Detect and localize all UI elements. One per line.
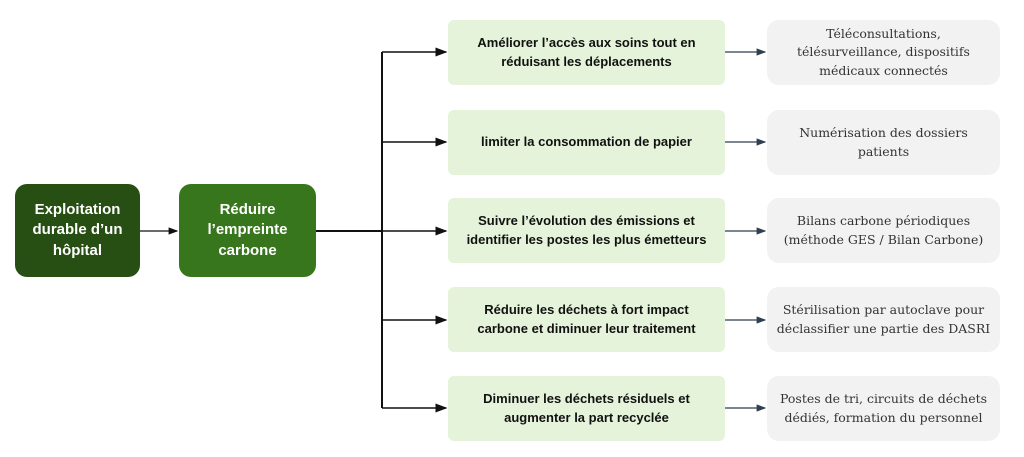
goal-node: Réduire les déchets à fort impact carbon… bbox=[448, 287, 725, 352]
goal-label: Diminuer les déchets résiduels et augmen… bbox=[483, 390, 690, 425]
goal-label: Suivre l’évolution des émissions et iden… bbox=[466, 212, 707, 247]
objective-label: Réduire l’empreinte carbone bbox=[207, 201, 288, 259]
goal-node: Suivre l’évolution des émissions et iden… bbox=[448, 198, 725, 263]
action-node: Numérisation des dossiers patients bbox=[767, 110, 1000, 175]
goal-label: limiter la consommation de papier bbox=[481, 134, 692, 150]
action-node: Stérilisation par autoclave pour déclass… bbox=[767, 287, 1000, 352]
action-node: Postes de tri, circuits de déchets dédié… bbox=[767, 376, 1000, 441]
action-label: Bilans carbone périodiques (méthode GES … bbox=[783, 213, 984, 247]
action-label: Numérisation des dossiers patients bbox=[799, 125, 968, 159]
action-label: Stérilisation par autoclave pour déclass… bbox=[776, 302, 991, 336]
objective-node: Réduire l’empreinte carbone bbox=[179, 184, 316, 277]
root-label: Exploitation durable d’un hôpital bbox=[32, 201, 123, 259]
goal-label: Améliorer l’accès aux soins tout en rédu… bbox=[477, 34, 696, 69]
action-label: Téléconsultations, télésurveillance, dis… bbox=[797, 26, 970, 78]
root-node: Exploitation durable d’un hôpital bbox=[15, 184, 140, 277]
action-node: Téléconsultations, télésurveillance, dis… bbox=[767, 20, 1000, 85]
goal-label: Réduire les déchets à fort impact carbon… bbox=[477, 301, 696, 336]
goal-node: Diminuer les déchets résiduels et augmen… bbox=[448, 376, 725, 441]
action-label: Postes de tri, circuits de déchets dédié… bbox=[779, 391, 988, 425]
goal-node: limiter la consommation de papier bbox=[448, 110, 725, 175]
goal-node: Améliorer l’accès aux soins tout en rédu… bbox=[448, 20, 725, 85]
action-node: Bilans carbone périodiques (méthode GES … bbox=[767, 198, 1000, 263]
